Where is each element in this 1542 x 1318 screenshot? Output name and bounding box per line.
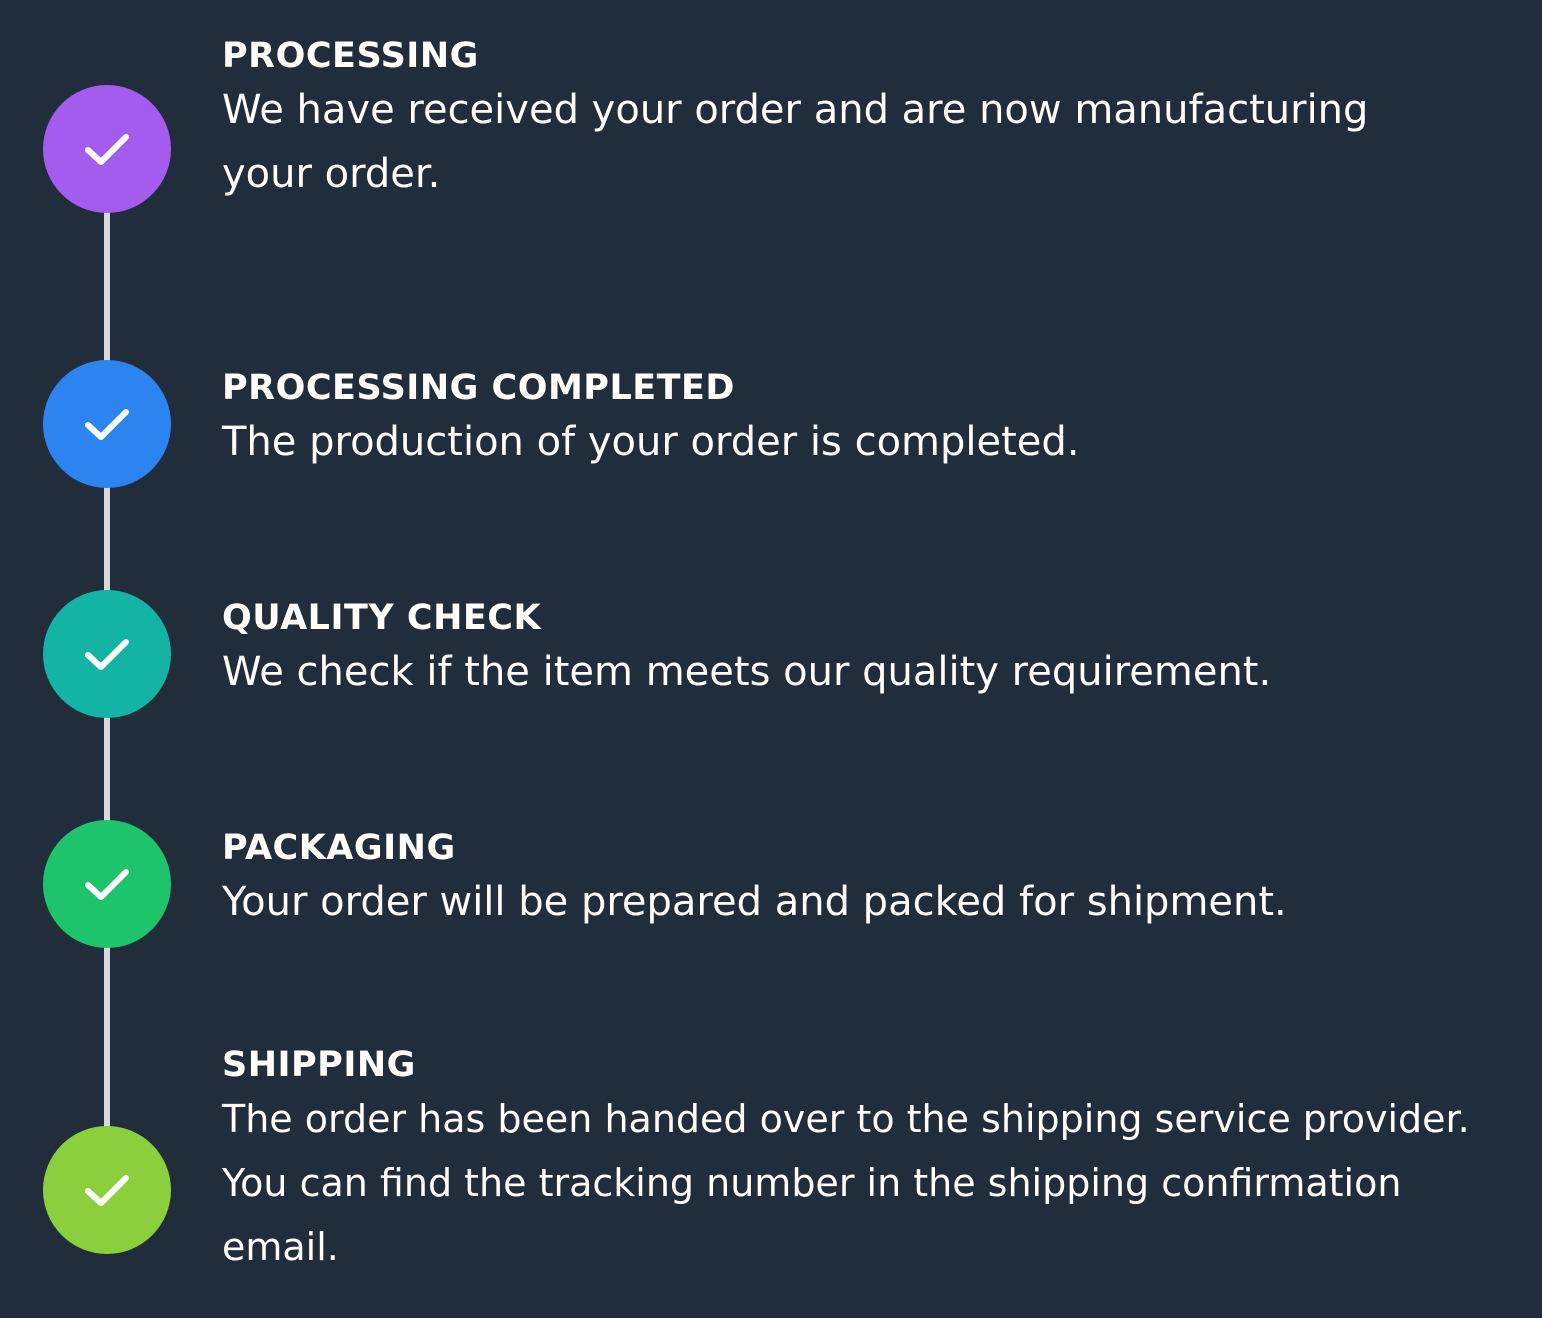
step-processing: PROCESSING We have received your order a…: [222, 36, 1522, 206]
step-quality-check: QUALITY CHECK We check if the item meets…: [222, 598, 1522, 704]
step-marker-packaging: [43, 820, 171, 948]
step-title: PROCESSING COMPLETED: [222, 368, 735, 408]
step-title: PROCESSING: [222, 36, 479, 76]
step-description: Your order will be prepared and packed f…: [222, 879, 1287, 925]
timeline-connector: [104, 210, 110, 362]
timeline-connector: [104, 485, 110, 592]
check-icon: [85, 869, 129, 900]
step-marker-shipping: [43, 1126, 171, 1254]
step-processing-completed: PROCESSING COMPLETED The production of y…: [222, 368, 1522, 474]
check-icon: [85, 1175, 129, 1206]
step-marker-quality-check: [43, 590, 171, 718]
step-title: SHIPPING: [222, 1045, 416, 1085]
step-description: We have received your order and are now …: [222, 87, 1369, 197]
step-packaging: PACKAGING Your order will be prepared an…: [222, 828, 1522, 934]
timeline-connector: [104, 715, 110, 822]
step-title: PACKAGING: [222, 828, 456, 868]
timeline-connector: [104, 945, 110, 1128]
step-description: We check if the item meets our quality r…: [222, 649, 1272, 695]
step-shipping: SHIPPING The order has been handed over …: [222, 1045, 1522, 1279]
check-icon: [85, 409, 129, 440]
step-marker-processing-completed: [43, 360, 171, 488]
step-description: The order has been handed over to the sh…: [222, 1097, 1470, 1269]
check-icon: [85, 134, 129, 165]
check-icon: [85, 639, 129, 670]
step-marker-processing: [43, 85, 171, 213]
step-title: QUALITY CHECK: [222, 598, 542, 638]
step-description: The production of your order is complete…: [222, 419, 1080, 465]
